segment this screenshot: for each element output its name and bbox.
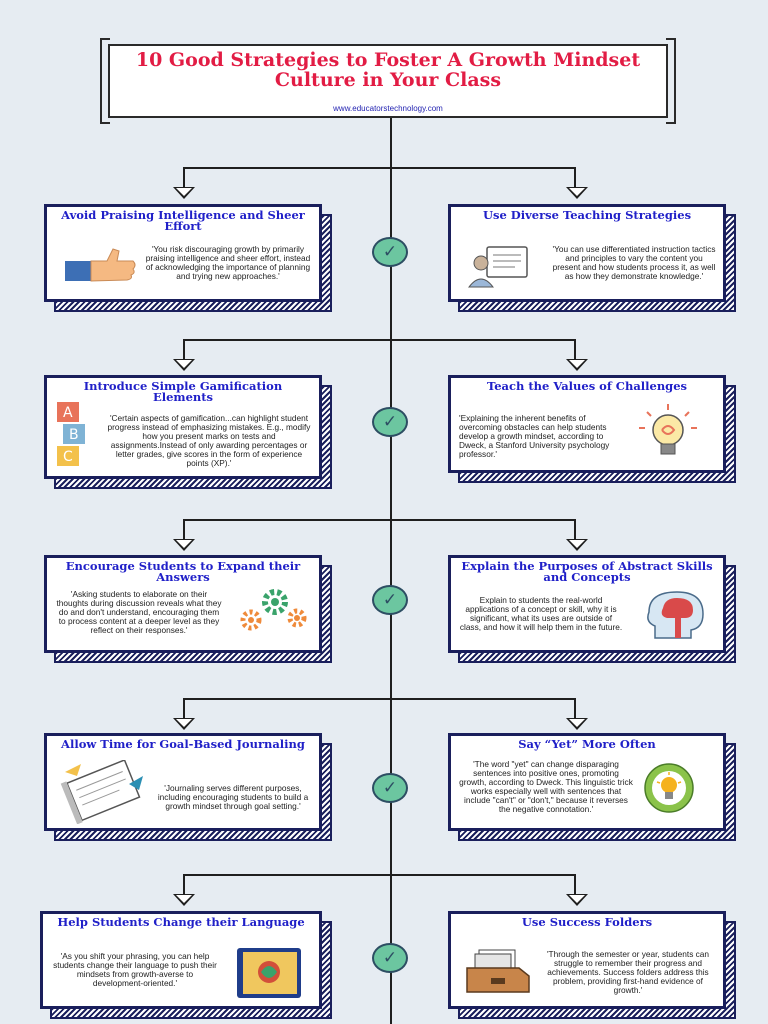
arrow-down-icon — [566, 359, 588, 371]
file-box-icon — [463, 948, 533, 998]
checkmark-icon: ✓ — [372, 237, 408, 267]
arrow-down-icon — [566, 187, 588, 199]
arrow-down-icon — [566, 894, 588, 906]
arrow-down-icon — [173, 894, 195, 906]
card-title: Allow Time for Goal-Based Journaling — [61, 737, 305, 751]
card-title: Help Students Change their Language — [57, 915, 305, 929]
strategy-card: Avoid Praising Intelligence and Sheer Ef… — [44, 204, 332, 312]
strategy-card: Teach the Values of Challenges 'Explaini… — [448, 375, 736, 483]
svg-text:C: C — [63, 449, 73, 465]
branch-connector — [183, 167, 576, 187]
timeline-spine — [390, 118, 392, 1024]
strategy-card: Explain the Purposes of Abstract Skills … — [448, 555, 736, 663]
strategy-card: Use Success Folders 'Through the semeste… — [448, 911, 736, 1019]
strategy-card: Help Students Change their Language 'As … — [40, 911, 332, 1019]
card-text: 'The word "yet" can change disparaging s… — [459, 759, 633, 814]
card-text: 'Explaining the inherent benefits of ove… — [459, 413, 610, 459]
card-text: 'You risk discouraging growth by primari… — [145, 244, 311, 281]
card-text: Explain to students the real-world appli… — [459, 595, 623, 632]
card-title: Encourage Students to Expand their Answe… — [65, 559, 301, 584]
card-text: 'As you shift your phrasing, you can hel… — [53, 951, 217, 988]
strategy-card: Introduce Simple Gamification Elements A… — [44, 375, 332, 489]
arrow-down-icon — [566, 718, 588, 730]
card-text: 'You can use differentiated instruction … — [552, 244, 716, 281]
strategy-card: Allow Time for Goal-Based Journaling 'Jo… — [44, 733, 332, 841]
card-title: Explain the Purposes of Abstract Skills … — [461, 559, 713, 584]
card-text: 'Asking students to elaborate on their t… — [56, 589, 222, 635]
card-title: Avoid Praising Intelligence and Sheer Ef… — [61, 208, 305, 233]
arrow-down-icon — [173, 539, 195, 551]
arrow-down-icon — [173, 359, 195, 371]
branch-connector — [183, 339, 576, 359]
checkmark-icon: ✓ — [372, 943, 408, 973]
svg-text:A: A — [63, 405, 73, 421]
strategy-card: Encourage Students to Expand their Answe… — [44, 555, 332, 663]
arrow-down-icon — [173, 718, 195, 730]
source-url: www.educatorstechnology.com — [333, 104, 443, 113]
book-icon — [233, 946, 305, 1006]
lightbulb-icon — [633, 402, 703, 466]
page-title: 10 Good Strategies to Foster A Growth Mi… — [135, 49, 641, 91]
card-title: Say “Yet” More Often — [518, 737, 656, 751]
branch-connector — [183, 698, 576, 718]
checkmark-icon: ✓ — [372, 585, 408, 615]
strategy-card: Say “Yet” More Often 'The word "yet" can… — [448, 733, 736, 841]
branch-connector — [183, 874, 576, 894]
idea-bulb-circle-icon — [643, 762, 695, 818]
card-title: Use Diverse Teaching Strategies — [482, 208, 692, 222]
card-title: Use Success Folders — [521, 915, 653, 929]
arrow-down-icon — [173, 187, 195, 199]
branch-connector — [183, 519, 576, 539]
card-text: 'Through the semester or year, students … — [546, 949, 710, 995]
checkmark-icon: ✓ — [372, 773, 408, 803]
card-text: 'Journaling serves different purposes, i… — [157, 783, 309, 811]
notebook-pen-icon — [59, 759, 149, 828]
svg-text:B: B — [69, 427, 79, 443]
card-title: Teach the Values of Challenges — [486, 379, 688, 393]
brain-head-icon — [641, 586, 717, 646]
strategy-card: Use Diverse Teaching Strategies 'You can… — [448, 204, 736, 312]
teacher-board-icon — [467, 243, 529, 295]
card-text: 'Certain aspects of gamification...can h… — [107, 413, 311, 468]
card-title: Introduce Simple Gamification Elements — [83, 379, 283, 404]
gears-icon — [235, 588, 315, 638]
thumbs-up-icon — [63, 247, 137, 289]
title-banner: 10 Good Strategies to Foster A Growth Mi… — [100, 38, 676, 124]
arrow-down-icon — [566, 539, 588, 551]
checkmark-icon: ✓ — [372, 407, 408, 437]
abc-blocks-icon: A B C — [55, 400, 89, 474]
